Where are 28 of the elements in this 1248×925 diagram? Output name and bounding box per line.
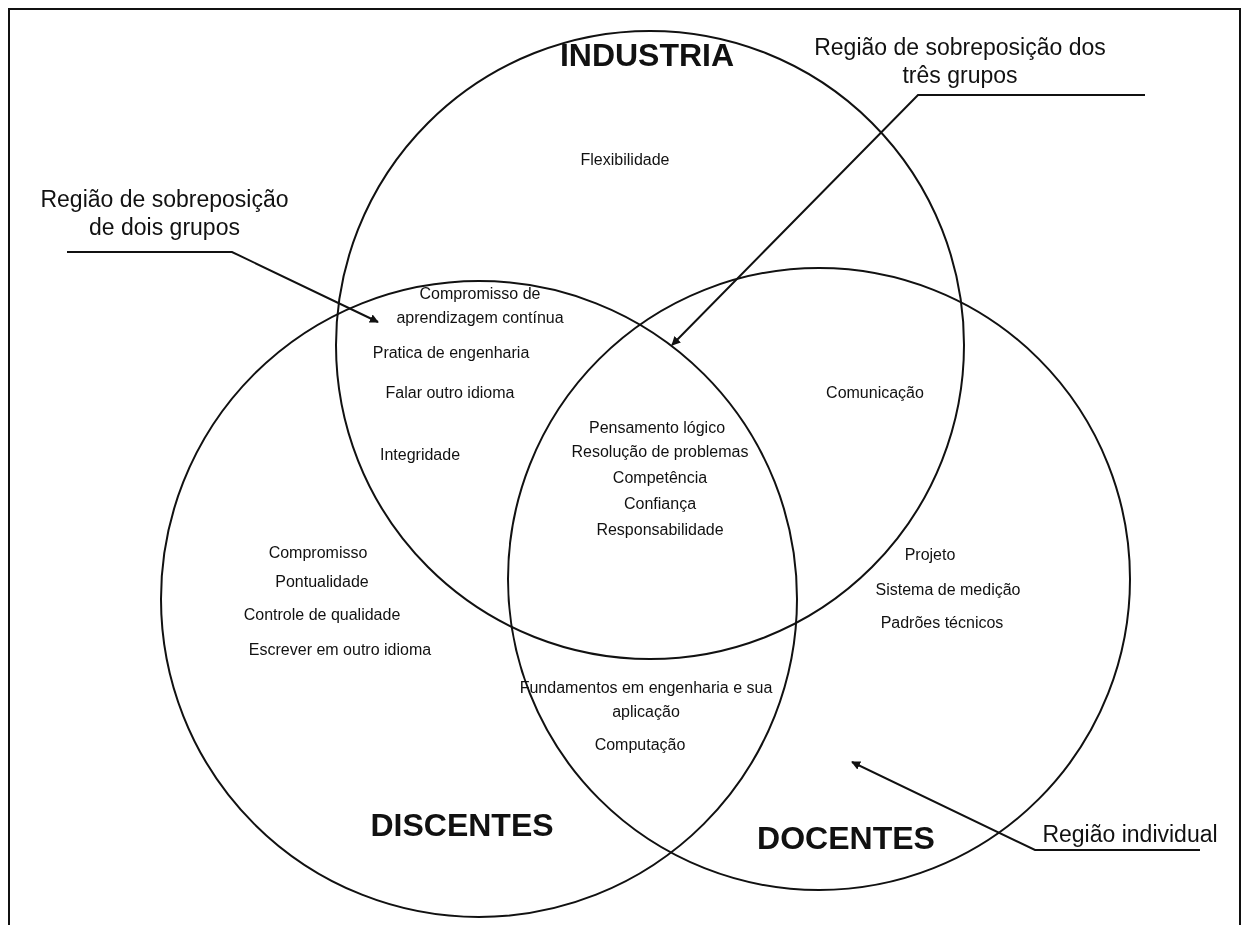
region-item: Pensamento lógico bbox=[588, 418, 726, 438]
leader-line bbox=[671, 94, 1146, 346]
leader-line bbox=[66, 251, 379, 323]
region-item: Responsabilidade bbox=[596, 520, 724, 540]
callout-text: Região individual bbox=[1020, 820, 1240, 850]
region-item: Resolução de problemas bbox=[571, 442, 749, 462]
region-item: Padrões técnicos bbox=[880, 613, 1004, 633]
region-item: Confiança bbox=[624, 494, 696, 514]
region-item: Sistema de medição bbox=[875, 580, 1021, 600]
leader-line bbox=[851, 761, 1201, 851]
region-item: Controle de qualidade bbox=[243, 605, 401, 625]
region-item: Compromisso de aprendizagem contínua bbox=[395, 284, 565, 328]
region-item: Projeto bbox=[904, 545, 956, 565]
region-item: Comunicação bbox=[826, 383, 924, 403]
region-item: Pontualidade bbox=[275, 572, 369, 592]
region-item: Escrever em outro idioma bbox=[248, 640, 432, 660]
callout-text: Região de sobreposição dos três grupos bbox=[800, 33, 1120, 95]
circle-title: INDUSTRIA bbox=[559, 37, 735, 74]
region-item: Computação bbox=[594, 735, 686, 755]
callout-text: Região de sobreposição de dois grupos bbox=[27, 185, 302, 252]
region-item: Compromisso bbox=[268, 543, 368, 563]
region-item: Competência bbox=[612, 468, 708, 488]
region-item: Pratica de engenharia bbox=[372, 343, 530, 363]
region-item: Integridade bbox=[379, 445, 461, 465]
circle-title: DISCENTES bbox=[370, 807, 554, 844]
circle-title: DOCENTES bbox=[757, 820, 935, 857]
region-item: Falar outro idioma bbox=[385, 383, 515, 403]
region-item: Flexibilidade bbox=[580, 150, 670, 170]
